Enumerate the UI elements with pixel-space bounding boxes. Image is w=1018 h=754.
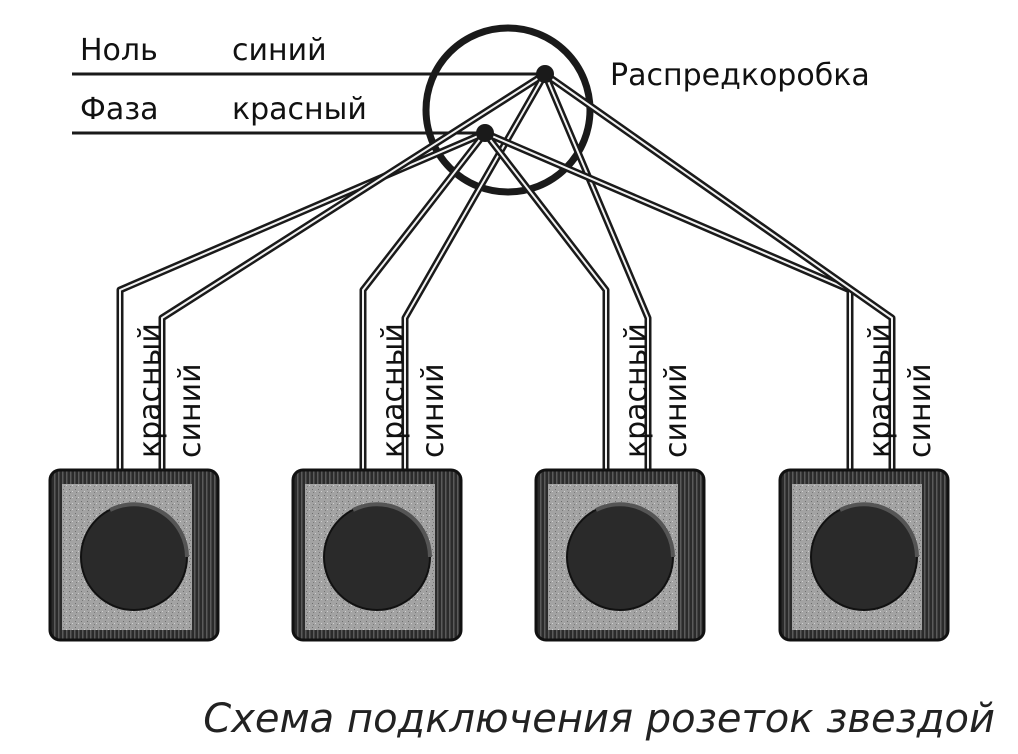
outlet-neutral-label: синий bbox=[173, 363, 208, 458]
neutral-color-label: синий bbox=[232, 33, 327, 68]
outlet-phase-label: красный bbox=[133, 323, 168, 458]
phase-color-label: красный bbox=[232, 92, 367, 127]
outlet-neutral-label: синий bbox=[416, 363, 451, 458]
outlet-neutral-label: синий bbox=[903, 363, 938, 458]
outlet-phase-label: красный bbox=[619, 323, 654, 458]
outlet-socket-shadow bbox=[839, 502, 919, 558]
outlet-socket-shadow bbox=[109, 502, 189, 558]
phase-wire-2-highlight bbox=[362, 132, 486, 473]
wires-group bbox=[116, 70, 896, 476]
outlet-1: красный синий bbox=[48, 323, 220, 642]
phase-name-label: Фаза bbox=[80, 92, 159, 127]
diagram-caption: Схема подключения розеток звездой bbox=[203, 696, 995, 742]
outlet-socket-shadow bbox=[352, 502, 432, 558]
neutral-wire-4-highlight bbox=[544, 73, 893, 473]
outlet-3: красный синий bbox=[534, 323, 706, 642]
junction-box-label: Распредкоробка bbox=[610, 58, 870, 93]
junction-box-circle bbox=[422, 24, 594, 196]
phase-wire-1-highlight bbox=[119, 132, 486, 473]
outlet-socket-shadow bbox=[595, 502, 675, 558]
outlets-group: красный синий красный синий красный сини… bbox=[48, 323, 950, 642]
phase-wire-3-highlight bbox=[484, 132, 607, 473]
phase-junction-node bbox=[476, 124, 494, 142]
outlet-neutral-label: синий bbox=[659, 363, 694, 458]
neutral-wire-3-highlight bbox=[544, 73, 649, 473]
neutral-name-label: Ноль bbox=[80, 33, 158, 68]
neutral-junction-node bbox=[536, 65, 554, 83]
outlet-2: красный синий bbox=[291, 323, 463, 642]
outlet-phase-label: красный bbox=[376, 323, 411, 458]
outlet-phase-label: красный bbox=[863, 323, 898, 458]
neutral-wire-1-highlight bbox=[161, 73, 546, 473]
outlet-4: красный синий bbox=[778, 323, 950, 642]
